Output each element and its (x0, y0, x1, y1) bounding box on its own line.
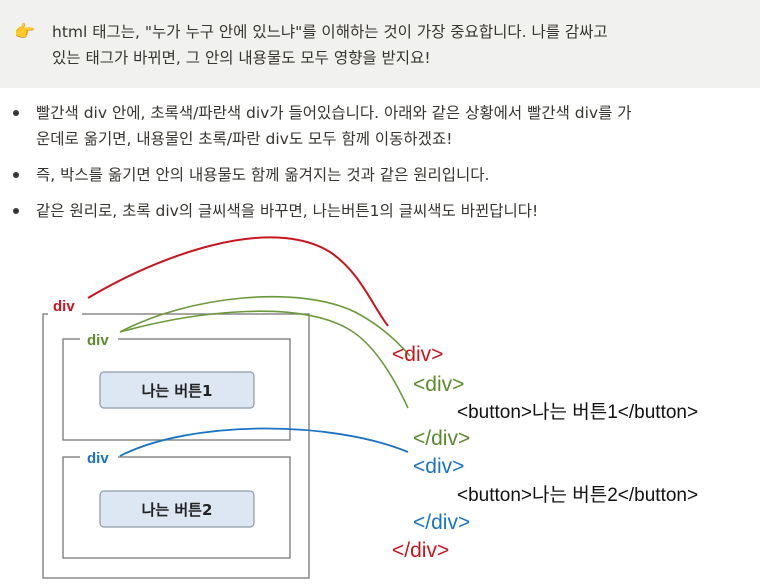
red-connector-curve (87, 236, 389, 327)
button-2-label[interactable]: 나는 버튼2 (142, 501, 213, 519)
bullet-2-line-1: 즉, 박스를 옮기면 안의 내용물도 함께 옮겨지는 것과 같은 원리입니다. (36, 166, 490, 184)
button-2-shape[interactable] (99, 490, 255, 528)
bullet-dot (13, 110, 19, 116)
callout-text-line-2: 있는 태그가 바뀌면, 그 안의 내용물도 모두 영향을 받지요! (52, 49, 431, 67)
button-1-shape[interactable] (99, 371, 255, 409)
bullet-1-line-1: 빨간색 div 안에, 초록색/파란색 div가 들어있습니다. 아래와 같은 … (36, 104, 632, 122)
blue-label-mask (80, 448, 118, 468)
green-label-mask (80, 330, 118, 350)
blue-div-label: div (87, 450, 109, 467)
code-line-8: </div> (392, 539, 449, 562)
code-line-2: <div> (413, 373, 464, 396)
callout-box: 👉 html 태그는, "누가 누구 안에 있느냐"를 이해하는 것이 가장 중… (0, 0, 760, 88)
code-line-6: <button>나는 버튼2</button> (457, 484, 698, 506)
pointing-hand-icon: 👉 (14, 22, 36, 42)
green-connector-curve-2 (119, 310, 409, 409)
bullet-1-line-2: 운데로 옮기면, 내용물인 초록/파란 div도 모두 함께 이동하겠죠! (36, 130, 453, 148)
bullet-dot (13, 172, 19, 178)
bullet-dot (13, 208, 19, 214)
green-div-label: div (87, 332, 109, 349)
code-line-1: <div> (392, 343, 443, 366)
outer-label-mask (48, 296, 82, 316)
code-line-4: </div> (413, 427, 470, 450)
blue-div-box (62, 456, 291, 559)
button-1-label[interactable]: 나는 버튼1 (142, 382, 213, 400)
green-connector-curve-1 (119, 295, 411, 357)
bullet-3-line-1: 같은 원리로, 초록 div의 글씨색을 바꾸면, 나는버튼1의 글씨색도 바뀐… (36, 202, 539, 220)
callout-text-line-1: html 태그는, "누가 누구 안에 있느냐"를 이해하는 것이 가장 중요합… (52, 23, 608, 41)
code-line-3: <button>나는 버튼1</button> (457, 401, 698, 423)
code-line-7: </div> (413, 511, 470, 534)
outer-div-label: div (53, 298, 75, 315)
outer-div-box (42, 313, 310, 579)
code-line-5: <div> (413, 455, 464, 478)
blue-connector-curve (119, 427, 409, 457)
green-div-box (62, 338, 291, 441)
